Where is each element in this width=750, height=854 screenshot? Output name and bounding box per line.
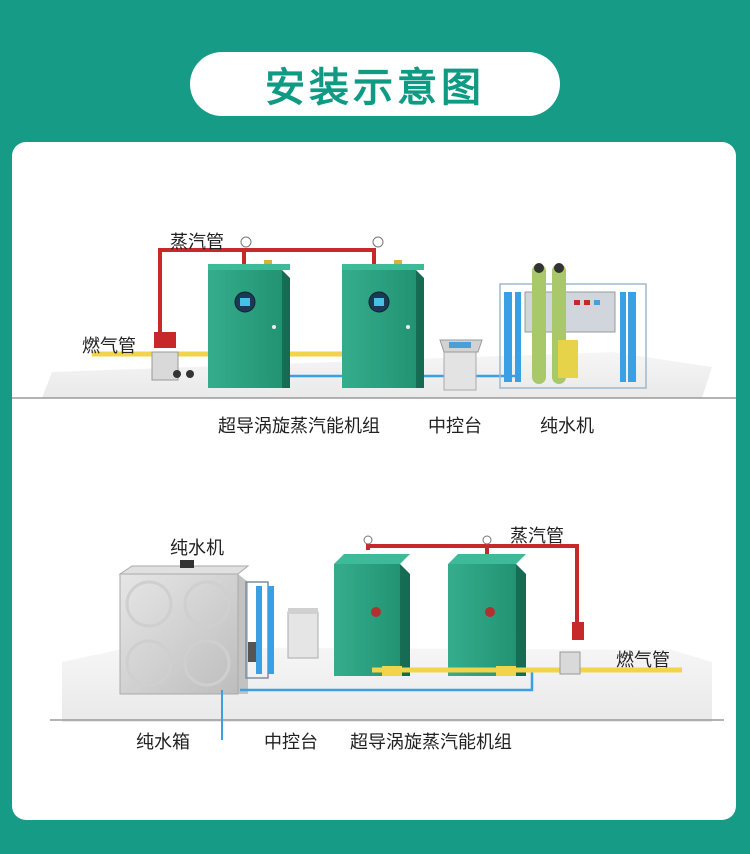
chemical-tank-icon <box>558 340 578 378</box>
bottom-steam-pipe <box>366 544 579 636</box>
label-top-generator-group: 超导涡旋蒸汽能机组 <box>218 416 380 437</box>
pure-water-machine <box>499 263 647 389</box>
control-console <box>439 339 483 391</box>
installation-diagram <box>12 236 736 740</box>
valve-handle-icon <box>186 370 194 378</box>
label-top-gas-pipe: 燃气管 <box>82 336 136 357</box>
page-title: 安装示意图 <box>190 52 560 116</box>
label-top-control-console: 中控台 <box>428 416 482 437</box>
control-console <box>287 608 319 659</box>
top-steam-pipe <box>158 248 376 342</box>
pure-water-machine-rack <box>245 581 274 679</box>
label-bottom-control-console: 中控台 <box>264 732 318 753</box>
top-scene <box>12 236 736 399</box>
label-bottom-pure-water-machine: 纯水机 <box>170 538 224 559</box>
gas-regulator-icon <box>559 651 581 675</box>
steam-generator-unit <box>342 264 424 388</box>
label-bottom-steam-pipe: 蒸汽管 <box>510 526 564 547</box>
bottom-scene <box>50 535 724 740</box>
pressure-gauge-icon <box>240 236 252 248</box>
steam-generator-unit <box>448 554 526 676</box>
gas-valve-icon <box>572 622 584 640</box>
steam-generator-unit <box>334 554 410 676</box>
pressure-gauge-icon <box>372 236 384 248</box>
pure-water-tank <box>118 560 250 695</box>
valve-handle-icon <box>173 370 181 378</box>
indicator-light-icon <box>371 607 381 617</box>
pressure-gauge-icon <box>482 535 492 545</box>
gas-valve-icon <box>154 332 176 348</box>
filter-tank-icon <box>532 264 546 384</box>
label-bottom-gas-pipe: 燃气管 <box>616 650 670 671</box>
label-bottom-pure-water-tank: 纯水箱 <box>136 732 190 753</box>
label-top-pure-water-machine: 纯水机 <box>540 416 594 437</box>
label-top-steam-pipe: 蒸汽管 <box>170 232 224 253</box>
pressure-gauge-icon <box>363 535 373 545</box>
installation-diagram-card: 蒸汽管 燃气管 超导涡旋蒸汽能机组 中控台 纯水机 纯水机 蒸汽管 燃气管 纯水… <box>12 142 736 820</box>
label-bottom-generator-group: 超导涡旋蒸汽能机组 <box>350 732 512 753</box>
indicator-light-icon <box>485 607 495 617</box>
bottom-water-pipe <box>240 672 534 692</box>
page-title-text: 安装示意图 <box>265 65 485 111</box>
steam-generator-unit <box>208 264 290 388</box>
